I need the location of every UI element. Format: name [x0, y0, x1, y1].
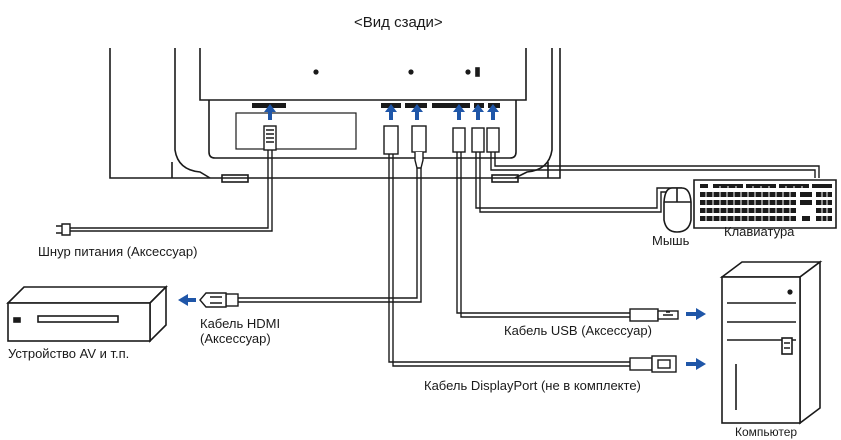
- diagram-title: <Вид сзади>: [354, 14, 443, 31]
- computer-tower: [719, 260, 823, 425]
- keyboard: [693, 179, 837, 229]
- power-cord-label: Шнур питания (Аксессуар): [38, 244, 198, 259]
- keyboard-label: Клавиатура: [724, 224, 795, 239]
- displayport-cable-label: Кабель DisplayPort (не в комплекте): [424, 378, 641, 393]
- cables: [56, 125, 820, 367]
- mouse: [663, 187, 692, 233]
- monitor-ports: [252, 103, 500, 108]
- av-device: [6, 285, 168, 343]
- usb-plug: [629, 308, 679, 322]
- av-device-label: Устройство AV и т.п.: [8, 346, 130, 361]
- port-arrows: [264, 104, 499, 120]
- usb-cable-label: Кабель USB (Аксессуар): [504, 323, 652, 338]
- device-arrows: [178, 294, 706, 370]
- hdmi-plug: [199, 292, 239, 308]
- computer-label: Компьютер: [735, 425, 798, 439]
- displayport-plug: [629, 355, 677, 373]
- hdmi-cable-note-label: (Аксессуар): [200, 331, 271, 346]
- hdmi-cable-label: Кабель HDMI: [200, 316, 281, 331]
- mouse-label: Мышь: [652, 233, 690, 248]
